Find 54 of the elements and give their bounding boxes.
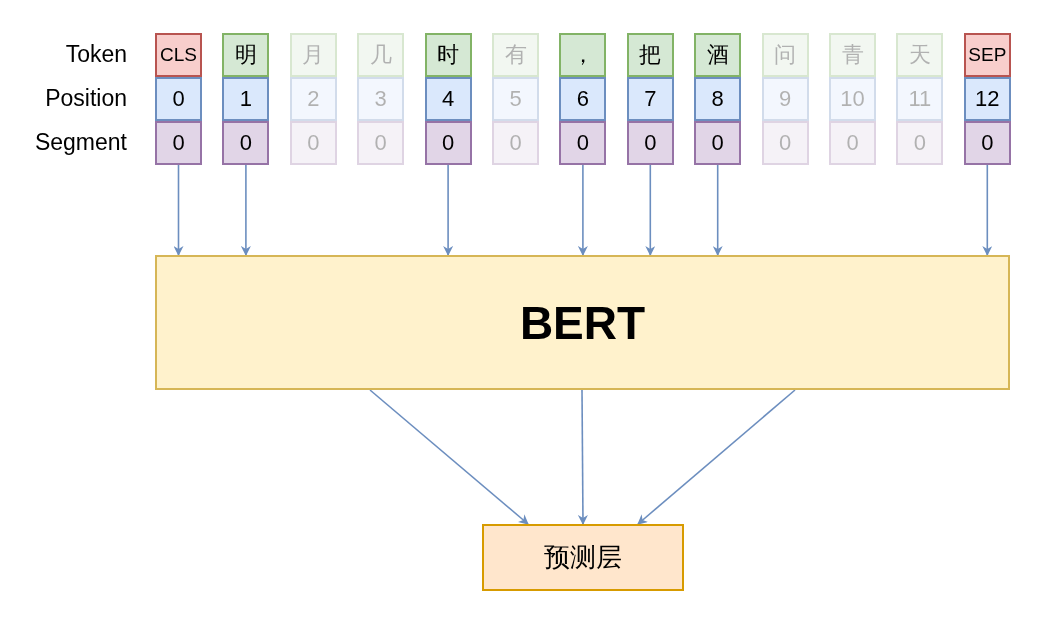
segment-cell: 0 — [694, 121, 742, 165]
position-cell: 2 — [289, 77, 337, 121]
row-label: Position — [44, 85, 127, 112]
segment-cell: 0 — [896, 121, 944, 165]
arrow — [712, 164, 723, 256]
position-cell: 0 — [155, 77, 202, 121]
position-cell: 6 — [559, 77, 607, 121]
segment-cell: 0 — [222, 121, 270, 165]
position-cell: 4 — [424, 77, 472, 121]
token-cell: 青 — [829, 33, 876, 77]
position-cell: 5 — [492, 77, 539, 121]
prediction-layer-box: 预测层 — [482, 524, 684, 591]
position-cell: 3 — [357, 77, 405, 121]
position-cell: 11 — [896, 77, 944, 121]
token-cell: 酒 — [694, 33, 742, 77]
segment-cell: 0 — [963, 121, 1011, 165]
position-cell: 12 — [963, 77, 1011, 121]
segment-cell: 0 — [492, 121, 539, 165]
segment-cell: 0 — [829, 121, 876, 165]
arrow — [577, 164, 588, 256]
arrow — [443, 164, 454, 256]
token-cell: 问 — [761, 33, 809, 77]
token-cell: 月 — [289, 33, 337, 77]
segment-cell: 0 — [626, 121, 674, 165]
segment-cell: 0 — [155, 121, 202, 165]
segment-cell: 0 — [559, 121, 607, 165]
segment-cell: 0 — [289, 121, 337, 165]
token-cell: 把 — [626, 33, 674, 77]
segment-cell: 0 — [424, 121, 472, 165]
token-cell: 几 — [357, 33, 405, 77]
token-cell: 有 — [492, 33, 539, 77]
arrow — [645, 164, 656, 256]
arrow — [982, 164, 993, 256]
position-cell: 1 — [222, 77, 270, 121]
position-cell: 7 — [626, 77, 674, 121]
position-cell: 9 — [761, 77, 809, 121]
arrow — [173, 164, 184, 256]
token-cell: 时 — [424, 33, 472, 77]
arrow — [240, 164, 251, 256]
position-cell: 10 — [829, 77, 876, 121]
token-cell: 天 — [896, 33, 944, 77]
model-box: BERT — [155, 255, 1010, 390]
token-cell: 明 — [222, 33, 270, 77]
arrow — [637, 389, 796, 525]
token-cell: SEP — [963, 33, 1011, 77]
position-cell: 8 — [694, 77, 742, 121]
token-cell: ， — [559, 33, 607, 77]
arrow — [369, 389, 529, 525]
token-cell: CLS — [155, 33, 202, 77]
segment-cell: 0 — [761, 121, 809, 165]
row-label: Token — [64, 41, 127, 68]
segment-cell: 0 — [357, 121, 405, 165]
row-label: Segment — [33, 129, 127, 156]
arrow — [577, 389, 588, 525]
